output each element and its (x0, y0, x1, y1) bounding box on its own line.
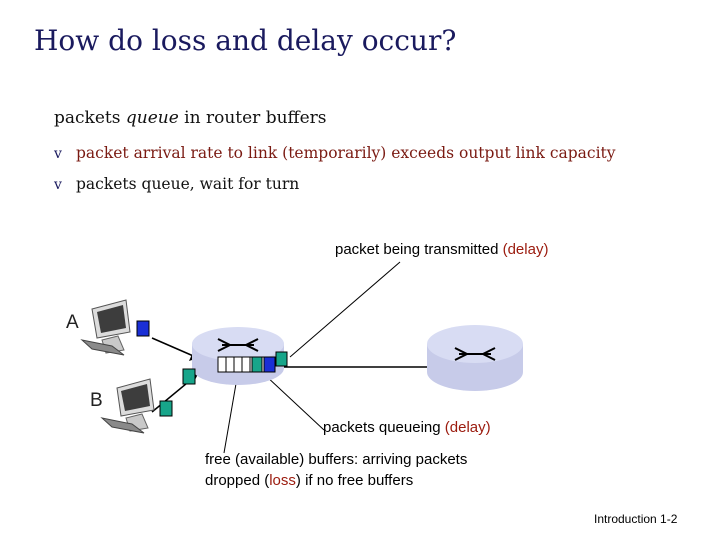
page-title: How do loss and delay occur? (34, 24, 457, 57)
free-line2-prefix: dropped ( (205, 472, 270, 489)
buffer-queue-icon (217, 356, 276, 373)
free-line2-suffix: ) if no free buffers (295, 472, 414, 489)
intro-emphasis: queue (125, 108, 179, 128)
intro-suffix: in router buffers (178, 108, 327, 128)
slide-footer: Introduction 1-2 (594, 512, 678, 526)
router-icon (192, 327, 284, 385)
callout-line-transmitting (289, 261, 401, 358)
callout-line-free-buffers (223, 377, 238, 454)
bullet-item: v packet arrival rate to link (temporaril… (54, 144, 616, 162)
transmitting-text: packet being transmitted (335, 241, 503, 258)
packet-icon (159, 400, 173, 417)
packet-icon (251, 356, 263, 373)
queueing-text: packets queueing (323, 419, 445, 436)
computer-icon (80, 299, 131, 356)
arrow-from-a (151, 337, 199, 359)
bullet-marker-icon: v (54, 177, 62, 193)
free-buffers-line1: free (available) buffers: arriving packe… (205, 451, 468, 468)
bullet-marker-icon: v (54, 146, 62, 162)
packet-icon (182, 368, 196, 385)
packet-icon (275, 351, 288, 367)
queueing-delay-text: (delay) (444, 419, 491, 436)
loss-text: loss (269, 472, 296, 489)
transmitting-label: packet being transmitted (delay) (335, 241, 548, 258)
packet-icon (136, 320, 150, 337)
free-buffers-label: free (available) buffers: arriving packe… (205, 449, 467, 491)
bullet-text: packets queue, wait for turn (76, 175, 300, 193)
intro-text: packets queue in router buffers (54, 108, 327, 128)
packet-icon (263, 356, 276, 373)
host-b-label: B (90, 390, 103, 411)
host-a-label: A (66, 312, 79, 333)
bullet-text: packet arrival rate to link (temporarily… (76, 144, 616, 162)
transmitting-delay-text: (delay) (502, 241, 549, 258)
bullet-item: v packets queue, wait for turn (54, 175, 299, 193)
router-icon (427, 325, 523, 391)
computer-icon (100, 378, 155, 434)
callout-line-queueing (264, 374, 325, 431)
intro-prefix: packets (54, 108, 126, 128)
queueing-label: packets queueing (delay) (323, 419, 491, 436)
free-buffers-line2: dropped (loss) if no free buffers (205, 470, 467, 491)
